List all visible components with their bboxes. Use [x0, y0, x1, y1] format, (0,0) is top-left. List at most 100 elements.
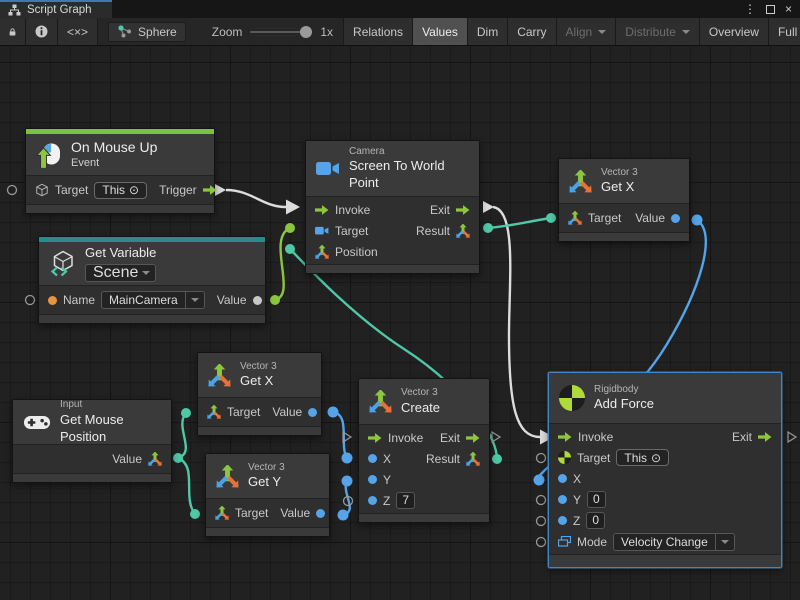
- window-controls: ⋮ ×: [736, 0, 800, 18]
- distribute-button[interactable]: Distribute: [616, 18, 700, 45]
- port-getx-top-value[interactable]: [692, 215, 703, 226]
- node-header: Vector 3 Get X: [559, 159, 689, 204]
- port-variable-value[interactable]: [270, 295, 280, 305]
- port-addforce-x[interactable]: [534, 475, 545, 486]
- y-port-dot[interactable]: [558, 495, 567, 504]
- value-port-dot[interactable]: [671, 214, 680, 223]
- node-rigidbody-add-force[interactable]: Rigidbody Add Force Invoke Exit Target T…: [548, 372, 782, 568]
- tab-script-graph[interactable]: Script Graph: [0, 0, 112, 18]
- this-target-chip[interactable]: This ⊙: [616, 449, 669, 466]
- align-button[interactable]: Align: [557, 18, 617, 45]
- node-title: Get Y: [248, 474, 285, 491]
- port-camera-exit[interactable]: [483, 201, 494, 213]
- node-title: Get X: [240, 373, 277, 390]
- wire-result-to-getx-target[interactable]: [488, 218, 551, 228]
- maximize-icon[interactable]: [766, 5, 775, 14]
- zoom-slider[interactable]: [250, 25, 312, 39]
- variable-name-dropdown[interactable]: MainCamera: [101, 291, 205, 309]
- vector3-icon: [466, 452, 480, 466]
- carry-button[interactable]: Carry: [508, 18, 556, 45]
- target-label: Target: [227, 405, 260, 419]
- chevron-down-icon: [721, 540, 729, 544]
- wire-getx-mid-to-create-x[interactable]: [333, 412, 347, 458]
- node-on-mouse-up[interactable]: On Mouse Up Event Target This ⊙ Trigger: [25, 128, 215, 214]
- values-button[interactable]: Values: [413, 18, 468, 45]
- port-addforce-mode[interactable]: [537, 538, 546, 547]
- this-target-chip[interactable]: This ⊙: [94, 182, 147, 199]
- overview-button[interactable]: Overview: [700, 18, 769, 45]
- info-button[interactable]: [26, 18, 58, 45]
- node-get-variable[interactable]: Get Variable Scene Name MainCamera: [38, 236, 266, 324]
- zoom-label: Zoom: [212, 25, 243, 39]
- y-value-field[interactable]: 0: [587, 491, 606, 508]
- node-screen-to-world-point[interactable]: Camera Screen To World Point Invoke Exit…: [305, 140, 480, 274]
- variable-scope-dropdown[interactable]: Scene: [85, 264, 156, 282]
- port-row: X: [549, 468, 781, 489]
- node-header: Vector 3 Get X: [198, 353, 321, 398]
- port-camera-target[interactable]: [285, 223, 295, 233]
- wire-trigger-to-invoke[interactable]: [226, 190, 286, 207]
- port-gety-target[interactable]: [190, 509, 200, 519]
- port-getx-mid-value[interactable]: [328, 407, 339, 418]
- wire-arrowhead: [286, 200, 300, 215]
- port-addforce-exit[interactable]: [788, 432, 796, 442]
- wire-mouse-to-gety-target[interactable]: [178, 458, 195, 514]
- info-icon: [35, 25, 48, 38]
- gamepad-icon: [23, 413, 51, 432]
- port-getx-mid-target[interactable]: [181, 408, 191, 418]
- port-create-y[interactable]: [342, 476, 353, 487]
- node-vector3-get-y[interactable]: Vector 3 Get Y Target Value: [205, 453, 330, 537]
- z-value-field[interactable]: 0: [586, 512, 605, 529]
- variable-icon: [49, 250, 76, 277]
- graph-canvas[interactable]: On Mouse Up Event Target This ⊙ Trigger: [0, 46, 800, 600]
- wire-variable-to-camera-target[interactable]: [275, 229, 288, 300]
- port-getx-top-target[interactable]: [546, 213, 556, 223]
- port-onmouseup-target[interactable]: [8, 186, 17, 195]
- port-variable-name[interactable]: [26, 296, 35, 305]
- value-port-dot[interactable]: [253, 296, 262, 305]
- flow-arrow-icon: [368, 433, 382, 443]
- code-button[interactable]: <×>: [58, 18, 98, 45]
- lock-button[interactable]: [0, 18, 26, 45]
- port-addforce-target[interactable]: [537, 454, 546, 463]
- result-label: Result: [416, 224, 450, 238]
- dim-button[interactable]: Dim: [468, 18, 508, 45]
- window-menu-icon[interactable]: ⋮: [744, 3, 756, 15]
- port-row: X Result: [359, 448, 489, 469]
- name-port-dot[interactable]: [48, 296, 57, 305]
- z-port-dot[interactable]: [368, 496, 377, 505]
- port-row: Invoke Exit: [549, 426, 781, 447]
- port-camera-position[interactable]: [285, 244, 295, 254]
- node-kicker: Camera: [349, 145, 469, 159]
- wire-exit-to-addforce-invoke[interactable]: [493, 207, 540, 437]
- mode-dropdown[interactable]: Velocity Change: [613, 533, 735, 551]
- value-port-dot[interactable]: [308, 408, 317, 417]
- z-value-field[interactable]: 7: [396, 492, 415, 509]
- mode-label: Mode: [577, 535, 607, 549]
- node-get-mouse-position[interactable]: Input Get Mouse Position Value: [12, 399, 172, 483]
- node-vector3-get-x-mid[interactable]: Vector 3 Get X Target Value: [197, 352, 322, 436]
- zoom-slider-handle[interactable]: [300, 26, 312, 38]
- close-icon[interactable]: ×: [785, 3, 792, 15]
- port-create-x[interactable]: [342, 453, 353, 464]
- wire-mouse-to-getx-target[interactable]: [178, 413, 186, 458]
- port-camera-result[interactable]: [483, 223, 493, 233]
- x-port-dot[interactable]: [368, 454, 377, 463]
- result-label: Result: [426, 452, 460, 466]
- z-port-dot[interactable]: [558, 516, 567, 525]
- y-port-dot[interactable]: [368, 475, 377, 484]
- node-vector3-create[interactable]: Vector 3 Create Invoke Exit X Result: [358, 378, 490, 523]
- port-addforce-y[interactable]: [537, 496, 546, 505]
- port-addforce-z[interactable]: [537, 517, 546, 526]
- node-vector3-get-x-top[interactable]: Vector 3 Get X Target Value: [558, 158, 690, 242]
- port-create-result[interactable]: [492, 454, 502, 464]
- value-port-dot[interactable]: [316, 509, 325, 518]
- port-mouse-value[interactable]: [173, 453, 183, 463]
- node-footer: [306, 264, 479, 273]
- relations-button[interactable]: Relations: [344, 18, 413, 45]
- fullscreen-button[interactable]: Full Screen: [769, 18, 800, 45]
- port-gety-value[interactable]: [338, 510, 349, 521]
- tab-label: Script Graph: [27, 4, 92, 16]
- graph-target-button[interactable]: Sphere: [108, 22, 186, 42]
- x-port-dot[interactable]: [558, 474, 567, 483]
